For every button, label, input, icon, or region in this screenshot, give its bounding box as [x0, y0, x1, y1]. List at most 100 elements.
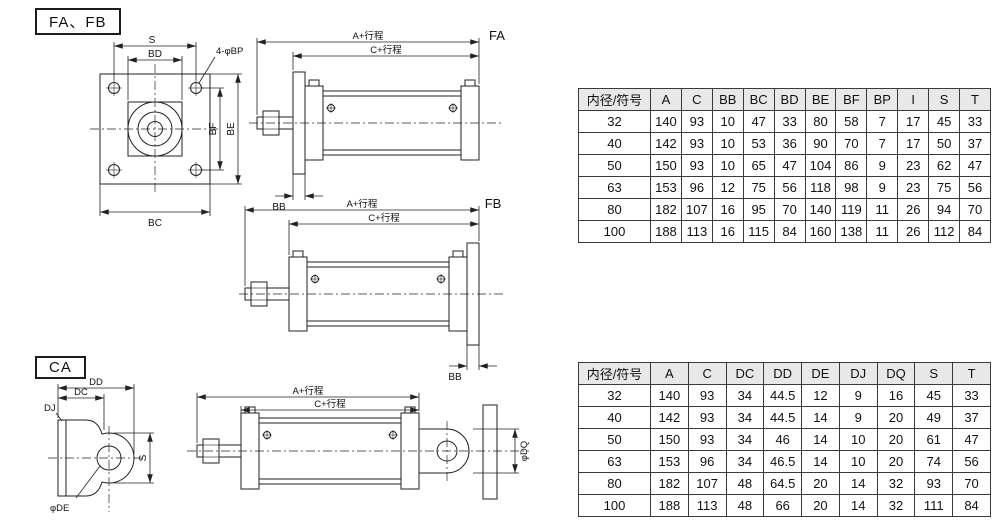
- dim-label-s: S: [149, 35, 156, 46]
- table-cell: 84: [959, 220, 991, 243]
- table-cell: 153: [650, 176, 682, 199]
- table-cell: 46.5: [763, 450, 803, 473]
- table-cell: 16: [711, 198, 744, 221]
- table-cell: 26: [897, 198, 930, 221]
- table-cell: 48: [725, 472, 765, 495]
- table-cell: 140: [650, 384, 689, 407]
- dim-label-bc: BC: [148, 218, 162, 228]
- table-cell: 93: [914, 472, 954, 495]
- table-cell: 95: [742, 198, 775, 221]
- table-cell: 138: [835, 220, 868, 243]
- column-header: C: [680, 88, 713, 111]
- dim-label-c-stroke: C+行程: [314, 398, 346, 410]
- table-cell: 70: [959, 198, 991, 221]
- dim-label-a-stroke: A+行程: [347, 198, 378, 210]
- dim-label-bb: BB: [448, 372, 462, 382]
- table-cell: 115: [742, 220, 775, 243]
- table-cell: 153: [650, 450, 689, 473]
- column-header: BB: [711, 88, 744, 111]
- dim-label-c-stroke: C+行程: [370, 44, 402, 56]
- table-cell: 9: [838, 406, 878, 429]
- dim-label-dc: DC: [74, 387, 88, 398]
- column-header: BF: [835, 88, 868, 111]
- rear-port: [452, 250, 464, 258]
- table-cell: 100: [578, 494, 651, 517]
- table-cell: 23: [897, 154, 930, 177]
- section-label-ca: CA: [35, 356, 86, 379]
- table-cell: 112: [928, 220, 961, 243]
- table-cell: 12: [801, 384, 840, 407]
- table-cell: 10: [711, 110, 744, 133]
- table-cell: 14: [801, 428, 840, 451]
- table-cell: 44.5: [763, 384, 803, 407]
- table-cell: 50: [578, 154, 651, 177]
- table-cell: 34: [725, 406, 765, 429]
- table-cell: 93: [680, 154, 713, 177]
- table-cell: 93: [680, 132, 713, 155]
- dim-label-bf: BF: [208, 123, 219, 136]
- table-cell: 17: [897, 132, 930, 155]
- table-cell: 32: [578, 384, 651, 407]
- table-cell: 33: [773, 110, 806, 133]
- table-cell: 93: [680, 110, 713, 133]
- table-cell: 33: [959, 110, 991, 133]
- table-cell: 100: [578, 220, 651, 243]
- table-cell: 160: [804, 220, 837, 243]
- dim-label-be: BE: [226, 122, 237, 136]
- table-cell: 94: [928, 198, 961, 221]
- dim-label-c-stroke: C+行程: [368, 212, 400, 224]
- table-cell: 84: [773, 220, 806, 243]
- ca-front-view-drawing: DD DC DJ φDE S: [44, 377, 154, 514]
- table-cell: 34: [725, 450, 765, 473]
- table-cell: 9: [866, 154, 899, 177]
- column-header: BE: [804, 88, 837, 111]
- column-header: A: [650, 88, 682, 111]
- table-cell: 56: [959, 176, 991, 199]
- table-cell: 75: [742, 176, 775, 199]
- cylinder-ca: [187, 404, 529, 500]
- table-cell: 111: [914, 494, 954, 517]
- table-cell: 70: [952, 472, 991, 495]
- dim-label-bd: BD: [148, 49, 162, 60]
- table-cell: 44.5: [763, 406, 803, 429]
- centerlines: [90, 64, 220, 194]
- table-cell: 182: [650, 198, 682, 221]
- table-cell: 47: [959, 154, 991, 177]
- column-header: C: [687, 362, 727, 385]
- column-header: BC: [742, 88, 775, 111]
- rear-clevis: [419, 428, 470, 474]
- table-cell: 63: [578, 450, 651, 473]
- column-header: I: [897, 88, 930, 111]
- table-cell: 32: [876, 472, 916, 495]
- table-cell: 56: [952, 450, 991, 473]
- table-cell: 9: [838, 384, 878, 407]
- table-cell: 14: [801, 406, 840, 429]
- rear-port: [464, 79, 476, 87]
- fb-side-view-drawing: FB A+行程 C+行程 BB: [239, 196, 503, 382]
- table-cell: 16: [711, 220, 744, 243]
- pivot-bracket-plate: [482, 404, 498, 500]
- table-cell: 107: [680, 198, 713, 221]
- table-cell: 47: [742, 110, 775, 133]
- table-cell: 37: [959, 132, 991, 155]
- table-cell: 32: [876, 494, 916, 517]
- table-cell: 50: [578, 428, 651, 451]
- table-cell: 86: [835, 154, 868, 177]
- column-header: 内径/符号: [578, 88, 651, 111]
- dimensions: A+行程 C+行程 φDQ: [196, 385, 530, 474]
- column-header: DD: [763, 362, 803, 385]
- dim-label-dq: φDQ: [519, 441, 530, 461]
- table-cell: 93: [687, 406, 727, 429]
- table-cell: 63: [578, 176, 651, 199]
- fa-fb-front-view-drawing: S BD 4-φBP BF BE BC: [90, 35, 243, 228]
- column-header: T: [952, 362, 991, 385]
- table-cell: 104: [804, 154, 837, 177]
